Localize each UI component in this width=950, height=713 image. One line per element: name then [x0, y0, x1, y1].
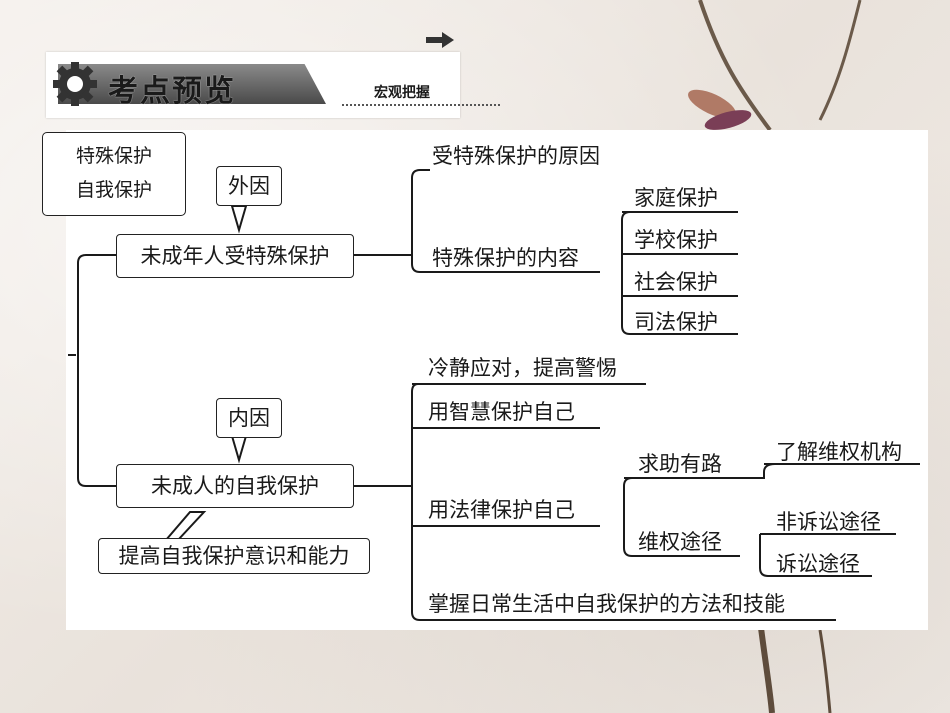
seek-help-label: 求助有路 — [638, 452, 722, 476]
external-cause-callout: 外因 — [216, 166, 282, 206]
section-banner: 考点预览 宏观把握 — [46, 52, 500, 118]
protection-reason-label: 受特殊保护的原因 — [432, 144, 600, 168]
section-title: 考点预览 — [108, 74, 236, 109]
family-protection: 家庭保护 — [634, 186, 718, 210]
rights-channels-label: 维权途径 — [638, 530, 722, 554]
topic-line-2: 自我保护 — [75, 179, 152, 201]
self-protection-node: 未成人的自我保护 — [116, 464, 354, 508]
section-subtitle: 宏观把握 — [374, 85, 430, 101]
judicial-protection: 司法保护 — [634, 310, 718, 334]
social-protection: 社会保护 — [634, 270, 718, 294]
calm-response-label: 冷静应对，提高警惕 — [428, 356, 617, 380]
non-litigation-label: 非诉讼途径 — [776, 510, 881, 534]
topic-line-1: 特殊保护 — [75, 145, 152, 167]
topic-box: 特殊保护 自我保护 — [42, 132, 186, 216]
goal-box: 提高自我保护意识和能力 — [98, 538, 370, 574]
internal-cause-callout: 内因 — [216, 398, 282, 438]
protection-content-label: 特殊保护的内容 — [432, 246, 579, 270]
gear-icon — [53, 62, 97, 106]
rights-agencies-label: 了解维权机构 — [776, 440, 902, 464]
banner-bar — [58, 64, 326, 104]
master-skills-label: 掌握日常生活中自我保护的方法和技能 — [428, 592, 785, 616]
dotted-divider — [342, 104, 500, 106]
wisdom-protection-label: 用智慧保护自己 — [428, 400, 575, 424]
law-protection-label: 用法律保护自己 — [428, 498, 575, 522]
school-protection: 学校保护 — [634, 228, 718, 252]
special-protection-node: 未成年人受特殊保护 — [116, 234, 354, 278]
litigation-label: 诉讼途径 — [776, 552, 860, 576]
arrow-right-icon — [426, 32, 454, 48]
